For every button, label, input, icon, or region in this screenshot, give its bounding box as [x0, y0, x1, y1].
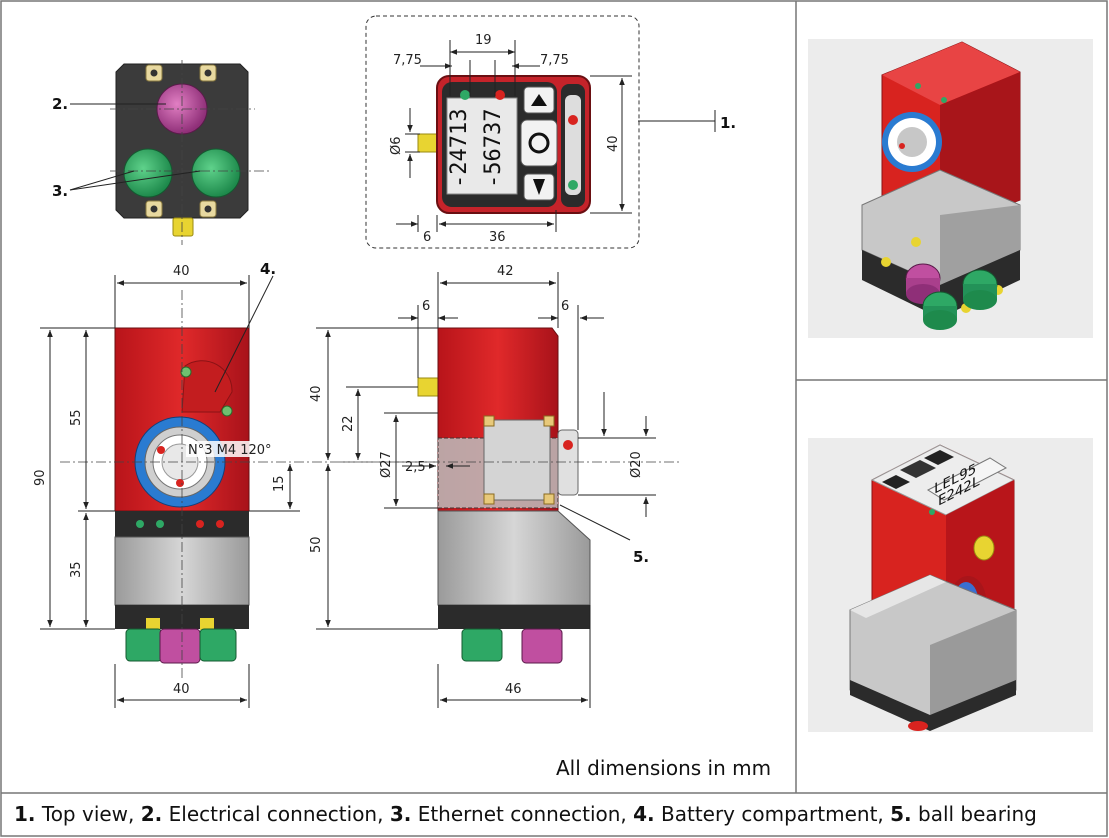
- legend-text-1: Top view,: [36, 802, 141, 826]
- connector-view: 2. 3.: [52, 60, 272, 245]
- dim-side-6-right: 6: [561, 299, 569, 314]
- side-view: 42 6 6 40 50 22 Ø27 2,5 Ø20 46 5.: [309, 264, 680, 708]
- side-pin: [417, 377, 439, 397]
- legend-num-5: 5.: [890, 802, 912, 826]
- dim-top-7-75-right: 7,75: [540, 53, 569, 68]
- dim-front-90: 90: [33, 469, 48, 486]
- legend-text-3: Ethernet connection,: [411, 802, 633, 826]
- render-display-text: LEL95 E242L: [934, 459, 980, 509]
- dim-side-40: 40: [309, 385, 324, 402]
- legend-text-4: Battery compartment,: [655, 802, 891, 826]
- dim-front-40-bottom: 40: [173, 682, 190, 697]
- legend-caption: 1. Top view, 2. Electrical connection, 3…: [14, 802, 1037, 826]
- dim-top-36: 36: [489, 230, 506, 245]
- dim-side-22: 22: [341, 415, 356, 432]
- legend-num-3: 3.: [390, 802, 412, 826]
- front-view: 40 90 55 35 15 N°3 M4 120° 40 4.: [33, 260, 440, 708]
- legend-text-2: Electrical connection,: [162, 802, 390, 826]
- dim-side-46: 46: [505, 682, 522, 697]
- render-3d-bottom: LEL95 E242L: [808, 438, 1093, 732]
- dim-front-thread: N°3 M4 120°: [188, 443, 272, 458]
- dim-top-dia6: Ø6: [389, 136, 404, 155]
- side-gray-housing: [437, 510, 591, 606]
- bearing-body: [483, 419, 551, 501]
- dim-front-15: 15: [272, 475, 287, 492]
- lcd-row-2: -56737: [481, 109, 506, 188]
- callout-1: 1.: [720, 114, 736, 132]
- legend-text-5: ball bearing: [912, 802, 1037, 826]
- callout-4: 4.: [260, 260, 276, 278]
- top-view-frame: [365, 15, 640, 249]
- top-view: -24713 -56737 19 7,75 7,75 40 Ø6 6 36: [365, 15, 736, 249]
- dim-top-7-75-left: 7,75: [393, 53, 422, 68]
- lcd: [446, 97, 518, 195]
- dim-front-40-top: 40: [173, 264, 190, 279]
- dim-front-35: 35: [69, 561, 84, 578]
- side-dark-base: [438, 605, 590, 629]
- pin-yellow: [172, 217, 194, 237]
- ethernet-connector-2: [191, 148, 241, 198]
- dim-side-42: 42: [497, 264, 514, 279]
- callout-5: 5.: [633, 548, 649, 566]
- dim-side-dia27: Ø27: [379, 451, 394, 478]
- battery-cover: [181, 360, 233, 413]
- legend-num-1: 1.: [14, 802, 36, 826]
- dim-side-2-5: 2,5: [405, 460, 426, 475]
- dim-top-6: 6: [423, 230, 431, 245]
- legend-num-4: 4.: [633, 802, 655, 826]
- legend-num-2: 2.: [141, 802, 163, 826]
- render-3d-top: [808, 39, 1093, 338]
- ethernet-connector-1: [123, 148, 173, 198]
- dim-top-40: 40: [606, 135, 621, 152]
- dim-side-6-left: 6: [422, 299, 430, 314]
- ok-button[interactable]: [520, 119, 558, 167]
- dim-top-19: 19: [475, 33, 492, 48]
- dim-front-55: 55: [69, 409, 84, 426]
- callout-2: 2.: [52, 95, 68, 113]
- callout-3: 3.: [52, 182, 68, 200]
- lcd-row-1: -24713: [447, 109, 472, 188]
- dim-side-dia20: Ø20: [629, 451, 644, 478]
- shaft: [557, 429, 579, 496]
- dimensions-note: All dimensions in mm: [556, 756, 771, 780]
- dim-side-50: 50: [309, 536, 324, 553]
